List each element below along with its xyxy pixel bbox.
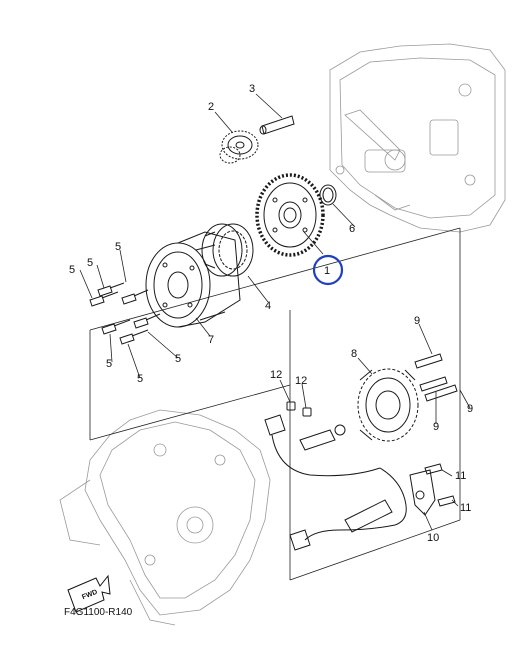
diagram-code: F4G1100-R140: [64, 607, 133, 618]
callout-1: 1: [324, 265, 330, 277]
callout-11-b: 11: [460, 502, 471, 514]
bolt-set-part-5: [89, 282, 161, 345]
forward-arrow-icon: FWD: [67, 574, 111, 613]
callout-12-b: 12: [295, 375, 307, 387]
wire-harness-drawing: [264, 414, 407, 551]
callout-3: 3: [249, 83, 255, 95]
callout-numbers: 1 2 3 4 5 5 5 5 5 5 6 7 8 9 9 9 10 11 11…: [69, 83, 473, 544]
screw-set-part-9: [414, 353, 458, 402]
callout-5-b: 5: [87, 257, 93, 269]
crankcase-upper-drawing: [329, 43, 506, 233]
one-way-clutch-part-4: [201, 223, 254, 277]
callout-5-d: 5: [106, 358, 112, 370]
washer-part-6: [319, 184, 337, 206]
assembly-outline-lines: [89, 227, 461, 581]
callout-9-b: 9: [433, 421, 439, 433]
callout-5-c: 5: [115, 241, 121, 253]
callout-11-a: 11: [455, 470, 466, 482]
callout-9-a: 9: [414, 315, 420, 327]
callout-6: 6: [349, 223, 355, 235]
callout-9-c: 9: [467, 403, 473, 415]
callout-8: 8: [351, 348, 357, 360]
shaft-part-3: [259, 115, 295, 135]
crankcase-lower-drawing: [59, 409, 271, 626]
highlight-circle: [312, 254, 344, 286]
callout-4: 4: [265, 300, 271, 312]
callout-5-e: 5: [175, 353, 181, 365]
callout-5-f: 5: [137, 373, 143, 385]
idler-gear-part-2: [219, 130, 259, 164]
pickup-coil-part-10: [409, 469, 436, 516]
starter-wheel-gear-part-1: [255, 173, 325, 257]
rotor-part-7: [145, 231, 241, 328]
leader-lines: [79, 93, 471, 531]
clip-set-part-12: [286, 401, 312, 417]
callout-5-a: 5: [69, 264, 75, 276]
callout-12-a: 12: [270, 369, 282, 381]
stator-part-8: [357, 368, 419, 442]
callout-10: 10: [427, 532, 439, 544]
callout-2: 2: [208, 101, 214, 113]
callout-7: 7: [208, 334, 214, 346]
